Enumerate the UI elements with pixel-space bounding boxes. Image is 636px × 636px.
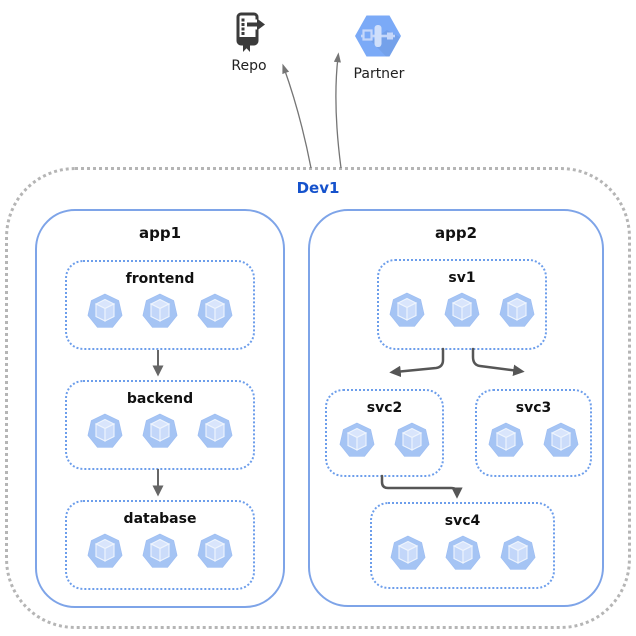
- service-svc2: svc2: [325, 389, 444, 477]
- edge-dev1-partner: [333, 52, 342, 169]
- service-sv1: sv1: [377, 259, 547, 350]
- pod-row: [67, 290, 253, 332]
- service-svc3-label: svc3: [515, 400, 552, 416]
- edge-dev1-repo: [282, 63, 312, 169]
- pod-icon: [195, 291, 235, 331]
- pod-icon: [443, 533, 483, 573]
- pod-icon: [387, 290, 427, 330]
- pod-icon: [392, 420, 432, 460]
- service-backend: backend: [65, 380, 255, 470]
- repo-label: Repo: [231, 58, 267, 74]
- service-database-label: database: [123, 511, 197, 527]
- pod-row: [67, 410, 253, 452]
- pod-icon: [140, 531, 180, 571]
- pod-icon: [337, 420, 377, 460]
- service-svc4: svc4: [370, 502, 555, 589]
- partner-icon: [354, 10, 402, 62]
- pod-icon: [498, 533, 538, 573]
- pod-icon: [140, 291, 180, 331]
- node-app1-label: app1: [138, 224, 182, 242]
- pod-row: [327, 419, 442, 461]
- repo-icon: [231, 11, 269, 53]
- pod-icon: [85, 291, 125, 331]
- pod-icon: [195, 411, 235, 451]
- pod-icon: [497, 290, 537, 330]
- pod-icon: [85, 531, 125, 571]
- service-database: database: [65, 500, 255, 590]
- pod-row: [379, 289, 545, 331]
- node-app1: app1 frontend backend database: [35, 209, 285, 608]
- pod-icon: [442, 290, 482, 330]
- pod-icon: [85, 411, 125, 451]
- node-app2: app2 sv1 svc2 svc3 svc4: [308, 209, 604, 607]
- pod-row: [477, 419, 590, 461]
- pod-row: [372, 532, 553, 574]
- service-svc3: svc3: [475, 389, 592, 477]
- node-app2-label: app2: [434, 224, 478, 242]
- pod-icon: [388, 533, 428, 573]
- pod-icon: [195, 531, 235, 571]
- service-svc2-label: svc2: [366, 400, 403, 416]
- service-frontend: frontend: [65, 260, 255, 350]
- pod-icon: [486, 420, 526, 460]
- partner-label: Partner: [353, 66, 405, 82]
- service-sv1-label: sv1: [448, 270, 476, 286]
- service-backend-label: backend: [126, 391, 194, 407]
- pod-icon: [140, 411, 180, 451]
- pod-row: [67, 530, 253, 572]
- service-frontend-label: frontend: [125, 271, 195, 287]
- service-svc4-label: svc4: [444, 513, 481, 529]
- cluster-dev1-label: Dev1: [296, 179, 340, 197]
- pod-icon: [541, 420, 581, 460]
